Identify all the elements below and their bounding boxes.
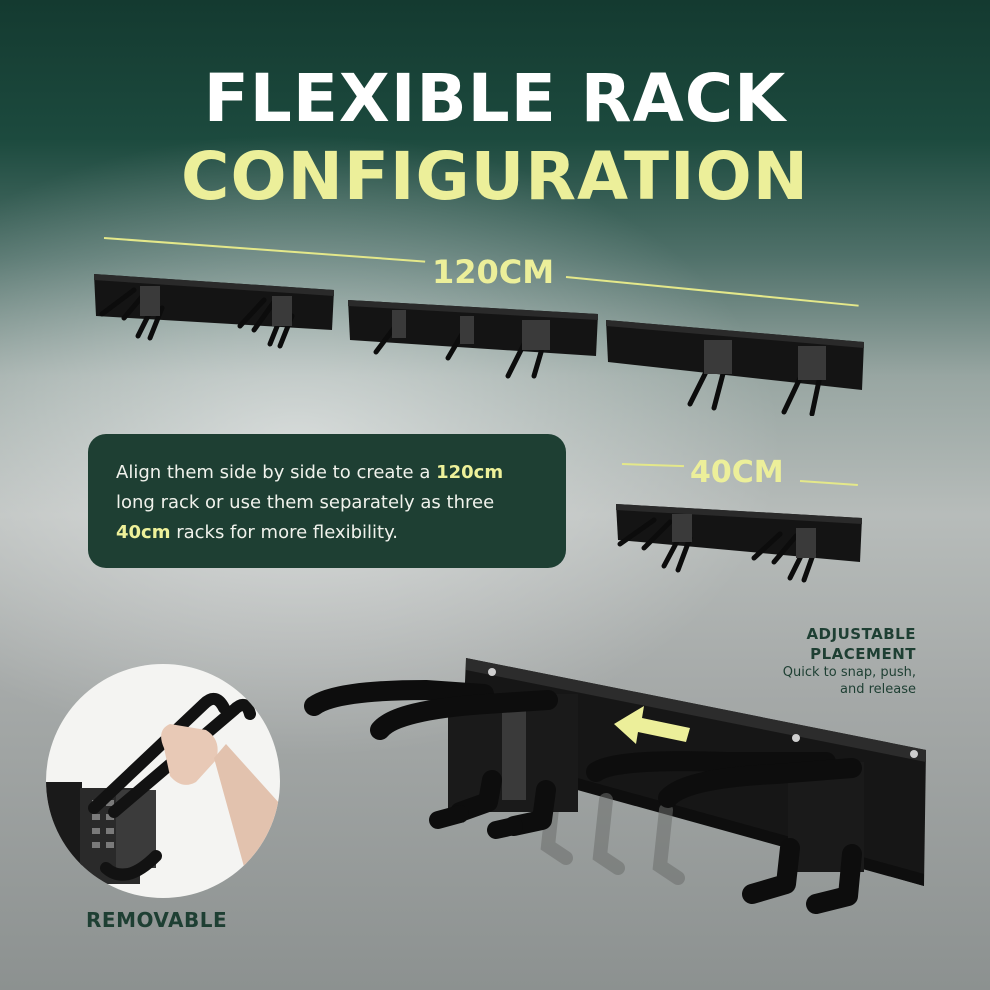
adjustable-title-line-2: PLACEMENT — [810, 645, 916, 663]
adjustable-title-line-1: ADJUSTABLE — [806, 625, 916, 643]
info-text-c: racks for more flexibility. — [170, 522, 398, 543]
info-text-a: Align them side by side to create a — [116, 462, 437, 483]
dimension-line-40-left — [621, 463, 684, 468]
dimension-label-40: 40CM — [690, 455, 784, 490]
rack-image-3 — [606, 320, 864, 416]
removable-label: REMOVABLE — [86, 908, 228, 932]
large-rack-image — [304, 658, 926, 914]
info-bold-120cm: 120cm — [436, 462, 504, 483]
title-line-1: FLEXIBLE RACK — [203, 60, 787, 137]
dimension-label-120: 120CM — [432, 253, 555, 291]
removable-detail-image — [46, 664, 280, 898]
adjustable-sub-line-2: and release — [840, 682, 916, 697]
rack-image-1 — [94, 274, 334, 349]
dimension-line-40-right — [799, 480, 858, 487]
info-bold-40cm: 40cm — [116, 522, 171, 543]
rack-image-single — [616, 504, 862, 583]
rack-image-2 — [348, 300, 598, 379]
info-text-b: long rack or use them separately as thre… — [116, 492, 495, 513]
removable-hook-illustration — [46, 692, 280, 892]
info-box: Align them side by side to create a 120c… — [88, 434, 566, 568]
dimension-line-120-left — [103, 237, 426, 263]
title-line-2: CONFIGURATION — [181, 138, 809, 215]
adjustable-placement-callout: ADJUSTABLE PLACEMENT Quick to snap, push… — [783, 624, 916, 698]
adjustable-sub-line-1: Quick to snap, push, — [782, 665, 916, 680]
dimension-line-120-right — [565, 276, 859, 307]
